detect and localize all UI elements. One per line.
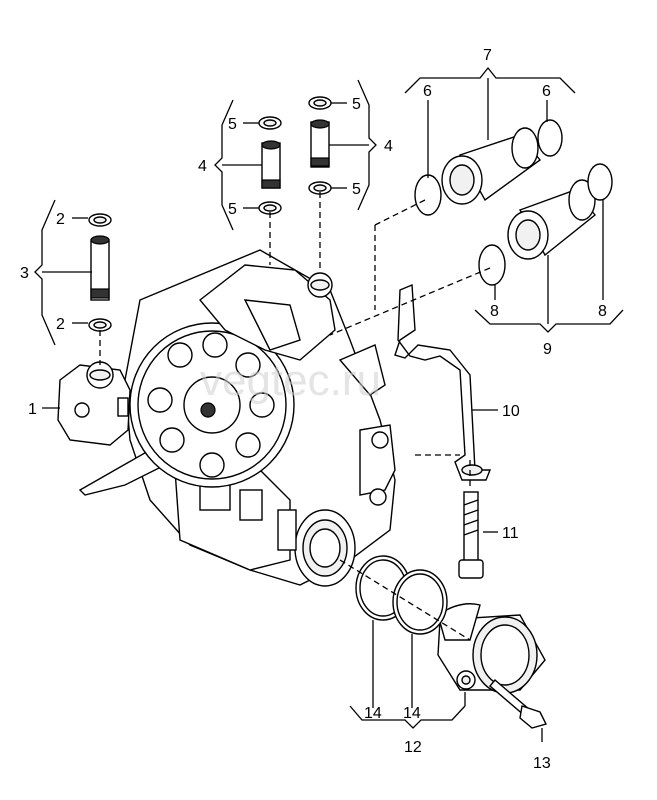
callout-8: 8 [490,303,499,320]
sleeve-4-left [258,116,282,215]
pipe-9 [478,163,613,286]
callout-12: 12 [404,739,422,756]
leader-lines [34,66,624,742]
watermark: vegtec.ru [200,356,381,405]
o-ring-8a [478,244,506,286]
callout-1: 1 [28,401,37,418]
intake-pipe [355,555,546,694]
callout-5: 5 [228,116,237,133]
sleeve-3 [88,213,112,332]
callout-11: 11 [502,525,519,542]
callout-labels: 1 2 2 3 4 4 5 5 5 5 6 6 7 8 8 9 10 11 12… [20,47,607,772]
callout-5: 5 [228,201,237,218]
callout-14: 14 [403,705,421,722]
bolt-13 [489,679,548,729]
o-ring-8b [587,163,613,201]
callout-8: 8 [598,303,607,320]
pump-housing [57,249,396,587]
o-ring-6b [537,119,563,157]
callout-6: 6 [542,83,551,100]
o-ring-6a [414,174,442,216]
callout-4: 4 [384,138,393,155]
callout-7: 7 [483,47,492,64]
callout-5: 5 [352,181,361,198]
callout-3: 3 [20,265,29,282]
callout-10: 10 [502,403,520,420]
callout-6: 6 [423,83,432,100]
callout-14: 14 [364,705,382,722]
sleeve-4-right [308,96,332,195]
callout-2: 2 [56,316,65,333]
callout-5: 5 [352,96,361,113]
assembly-lines [99,192,491,641]
bolt-11 [458,491,484,579]
callout-9: 9 [543,341,552,358]
bracket-10 [394,283,492,481]
callout-4: 4 [198,158,207,175]
callout-2: 2 [56,211,65,228]
callout-13: 13 [533,755,551,772]
pipe-7 [414,119,563,216]
